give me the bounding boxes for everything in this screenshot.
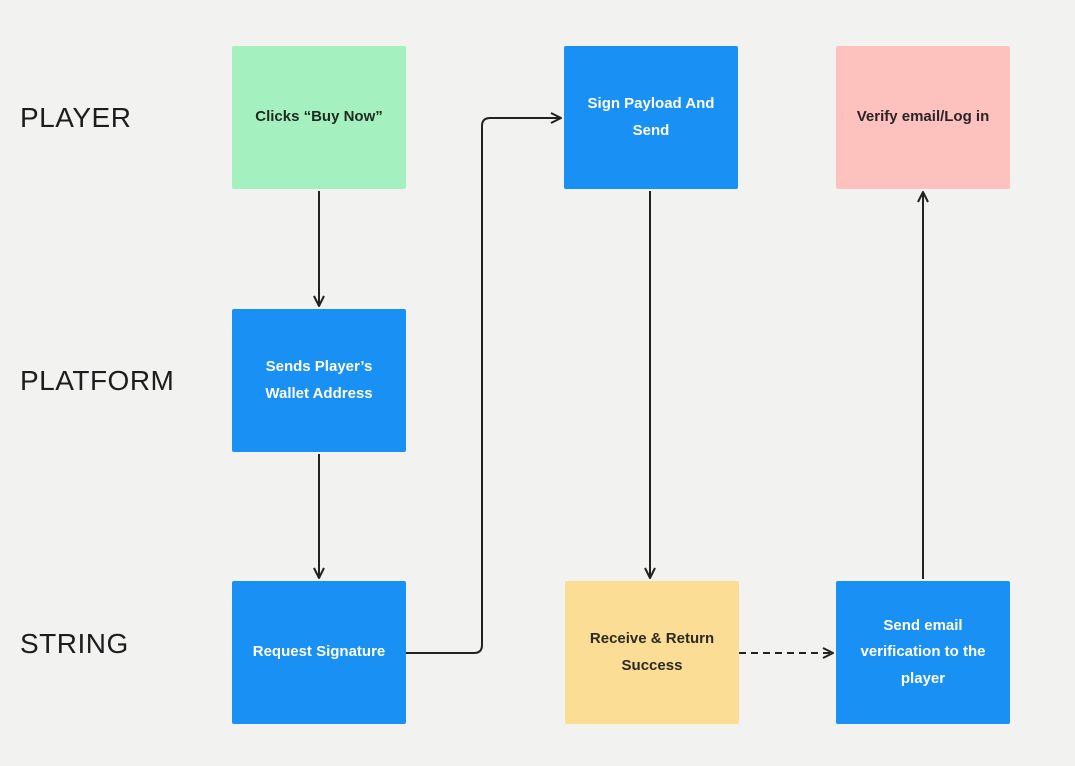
node-verify-email-log-in-label: Verify email/Log in bbox=[856, 108, 990, 126]
node-sends-players-wallet-address: Sends Player’s Wallet Address bbox=[232, 309, 406, 452]
node-clicks-buy-now-label: Clicks “Buy Now” bbox=[255, 108, 383, 126]
node-receive-return-success-label: Receive & Return Success bbox=[589, 630, 715, 674]
lane-label-platform: PLATFORM bbox=[20, 365, 175, 396]
lane-label-string: STRING bbox=[20, 628, 129, 659]
node-sign-payload-and-send: Sign Payload And Send bbox=[564, 46, 738, 189]
node-send-email-verification: Send email verification to the player bbox=[836, 581, 1010, 724]
lane-label-player: PLAYER bbox=[20, 102, 132, 133]
node-send-email-verification-label: Send email verification to the player bbox=[860, 617, 986, 687]
node-clicks-buy-now: Clicks “Buy Now” bbox=[232, 46, 406, 189]
node-verify-email-log-in: Verify email/Log in bbox=[836, 46, 1010, 189]
node-sign-payload-and-send-label: Sign Payload And Send bbox=[587, 95, 715, 139]
edge-request-signature-to-sign-payload-arrow bbox=[406, 112, 562, 654]
node-sends-players-wallet-address-label: Sends Player’s Wallet Address bbox=[265, 358, 373, 402]
node-request-signature-label: Request Signature bbox=[252, 643, 386, 661]
node-request-signature: Request Signature bbox=[232, 581, 406, 724]
node-receive-return-success: Receive & Return Success bbox=[565, 581, 739, 724]
